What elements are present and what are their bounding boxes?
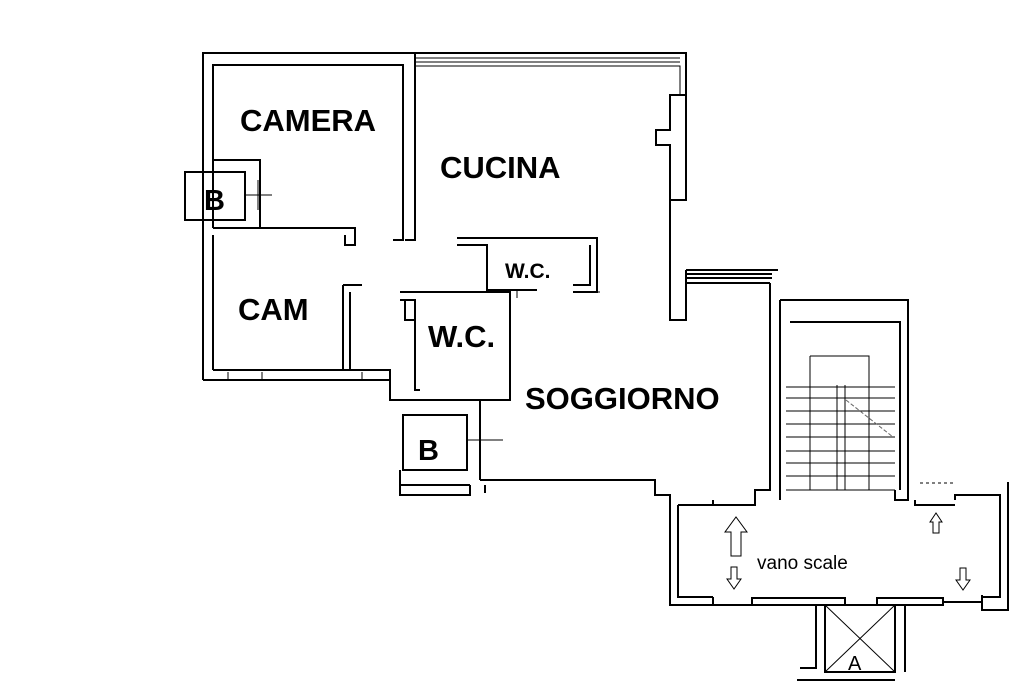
arrow-down-icon <box>726 566 742 590</box>
room-label-soggiorno: SOGGIORNO <box>525 381 720 416</box>
room-label-cucina: CUCINA <box>440 150 561 185</box>
lift-label: A <box>848 653 862 675</box>
room-label-wc-lower: W.C. <box>428 319 495 354</box>
staircase <box>780 299 955 501</box>
stair-steps <box>786 386 895 491</box>
apartment-walls <box>184 52 781 500</box>
room-label-balcony-lower: B <box>418 435 439 467</box>
room-label-stairwell: vano scale <box>757 553 848 574</box>
room-label-camera: CAMERA <box>240 103 376 138</box>
arrow-up-icon <box>929 512 943 534</box>
direction-arrows <box>724 512 971 591</box>
room-labels: CAMERA CUCINA CAM W.C. W.C. SOGGIORNO B … <box>204 103 848 574</box>
lift: A <box>797 604 896 681</box>
room-label-wc-upper: W.C. <box>505 260 551 283</box>
stairwell-walls <box>669 482 1009 672</box>
room-label-cam: CAM <box>238 292 309 327</box>
room-label-balcony-upper: B <box>204 185 225 217</box>
arrow-down-icon <box>955 567 971 591</box>
arrow-up-icon <box>724 516 748 557</box>
